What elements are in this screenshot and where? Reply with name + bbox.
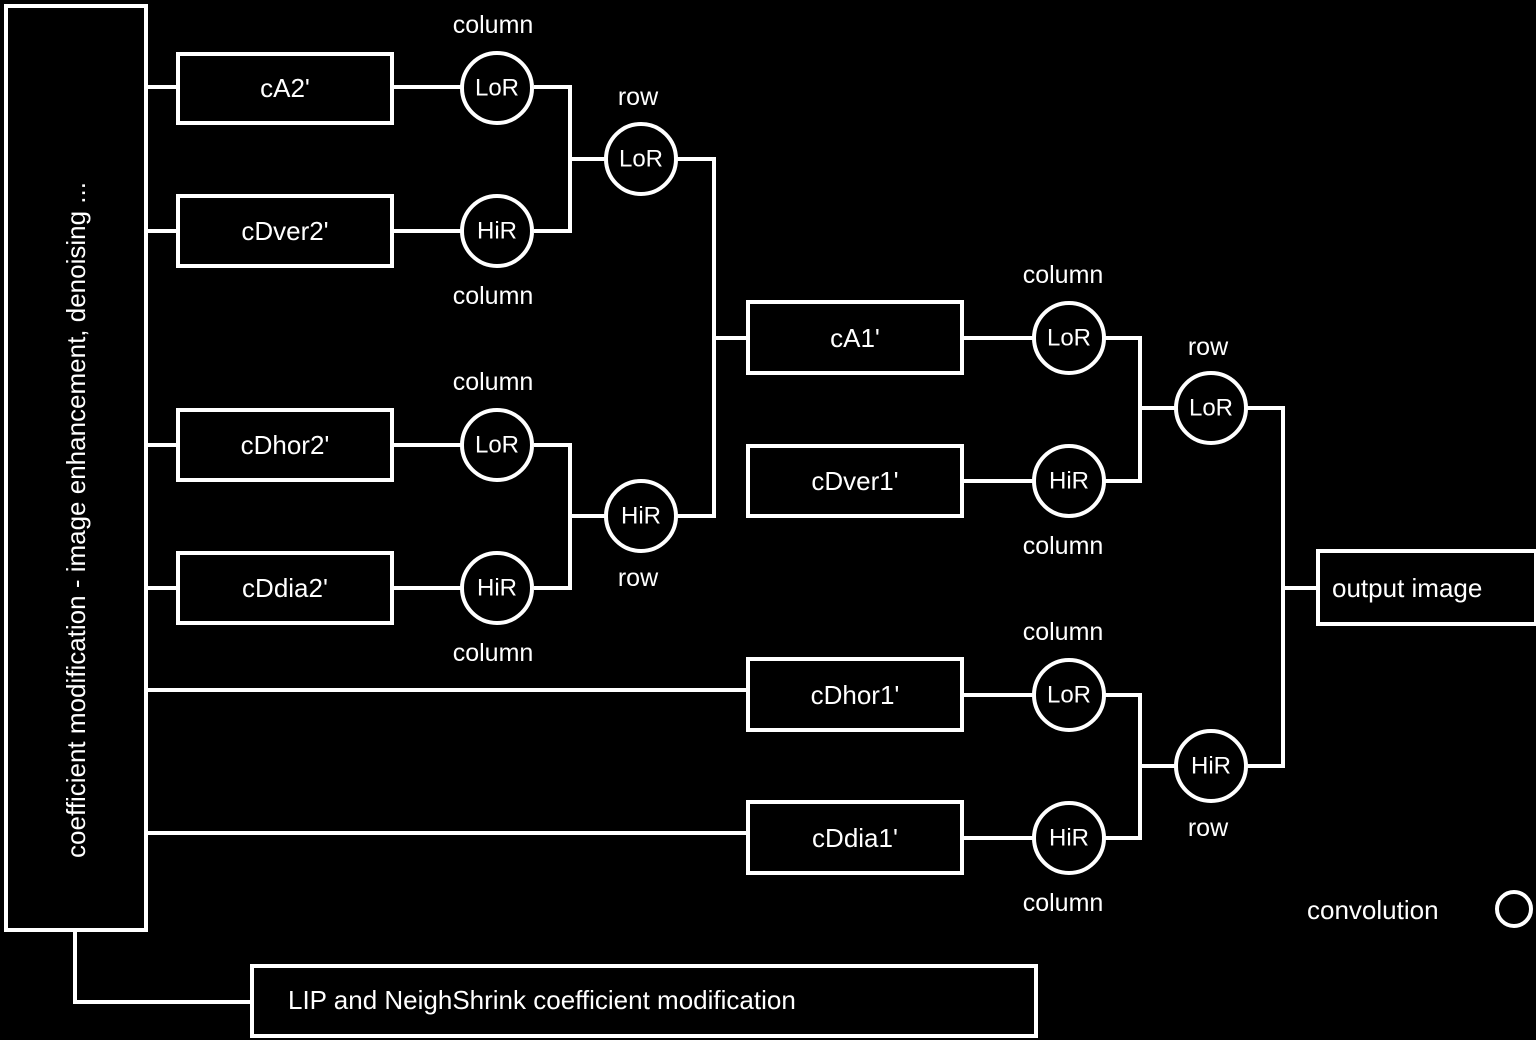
coeff-cdver1-label: cDver1' [811, 466, 898, 496]
filter-lor-3-label: LoR [475, 432, 519, 459]
filter-hir-6-label: HiR [621, 503, 661, 530]
convolution-filter-lor-1: LoR [460, 51, 534, 125]
lip-neighshrink-box: LIP and NeighShrink coefficient modifica… [250, 964, 1038, 1038]
filter-hir-4-label: HiR [477, 575, 517, 602]
filter-hir-10-label: HiR [1049, 825, 1089, 852]
direction-label-row-5: row [618, 83, 659, 111]
direction-label-column-1: column [453, 11, 534, 39]
coeff-box-cdhor1: cDhor1' [746, 657, 964, 732]
coeff-cdhor2-label: cDhor2' [241, 430, 330, 460]
convolution-filter-lor-9: LoR [1032, 658, 1106, 732]
coeff-ca1-label: cA1' [830, 323, 880, 353]
convolution-filter-hir-12: HiR [1174, 729, 1248, 803]
output-image-label: output image [1332, 573, 1482, 603]
convolution-filter-hir-4: HiR [460, 551, 534, 625]
output-image-box: output image [1316, 549, 1536, 626]
filter-lor-11-label: LoR [1189, 395, 1233, 422]
direction-label-column-9: column [1023, 618, 1104, 646]
convolution-filter-lor-5: LoR [604, 122, 678, 196]
coeff-box-cdhor2: cDhor2' [176, 408, 394, 482]
direction-label-row-6: row [618, 564, 659, 592]
direction-label-column-3: column [453, 368, 534, 396]
coeff-box-ca2: cA2' [176, 52, 394, 125]
filter-hir-12-label: HiR [1191, 753, 1231, 780]
coefficient-modification-panel: coefficient modification - image enhance… [4, 4, 148, 932]
filter-lor-7-label: LoR [1047, 325, 1091, 352]
filter-lor-1-label: LoR [475, 75, 519, 102]
coeff-box-ca1: cA1' [746, 300, 964, 375]
filter-lor-5-label: LoR [619, 146, 663, 173]
coeff-ca2-label: cA2' [260, 73, 310, 103]
direction-label-row-11: row [1188, 333, 1229, 361]
coeff-cddia1-label: cDdia1' [812, 823, 898, 853]
convolution-filter-lor-7: LoR [1032, 301, 1106, 375]
coeff-box-cddia2: cDdia2' [176, 551, 394, 625]
direction-label-column-7: column [1023, 261, 1104, 289]
convolution-filter-hir-6: HiR [604, 479, 678, 553]
convolution-filter-hir-8: HiR [1032, 444, 1106, 518]
coeff-cdver2-label: cDver2' [241, 216, 328, 246]
direction-label-column-10: column [1023, 889, 1104, 917]
legend-convolution-label: convolution [1307, 895, 1439, 925]
filter-lor-9-label: LoR [1047, 682, 1091, 709]
convolution-filter-hir-2: HiR [460, 194, 534, 268]
convolution-filter-lor-11: LoR [1174, 371, 1248, 445]
direction-label-column-2: column [453, 282, 534, 310]
connector-lines [73, 85, 1318, 1004]
convolution-filter-lor-3: LoR [460, 408, 534, 482]
convolution-circle-icon [1495, 890, 1533, 928]
coeff-box-cddia1: cDdia1' [746, 800, 964, 875]
coeff-box-cdver1: cDver1' [746, 444, 964, 518]
convolution-filter-hir-10: HiR [1032, 801, 1106, 875]
direction-label-column-4: column [453, 639, 534, 667]
direction-label-row-12: row [1188, 814, 1229, 842]
coeff-cddia2-label: cDdia2' [242, 573, 328, 603]
direction-label-column-8: column [1023, 532, 1104, 560]
coeff-box-cdver2: cDver2' [176, 194, 394, 268]
lip-neighshrink-label: LIP and NeighShrink coefficient modifica… [288, 985, 796, 1015]
legend: convolution [1307, 890, 1533, 928]
side-panel-label: coefficient modification - image enhance… [61, 182, 91, 858]
filter-hir-8-label: HiR [1049, 468, 1089, 495]
filter-hir-2-label: HiR [477, 218, 517, 245]
coeff-cdhor1-label: cDhor1' [811, 680, 900, 710]
